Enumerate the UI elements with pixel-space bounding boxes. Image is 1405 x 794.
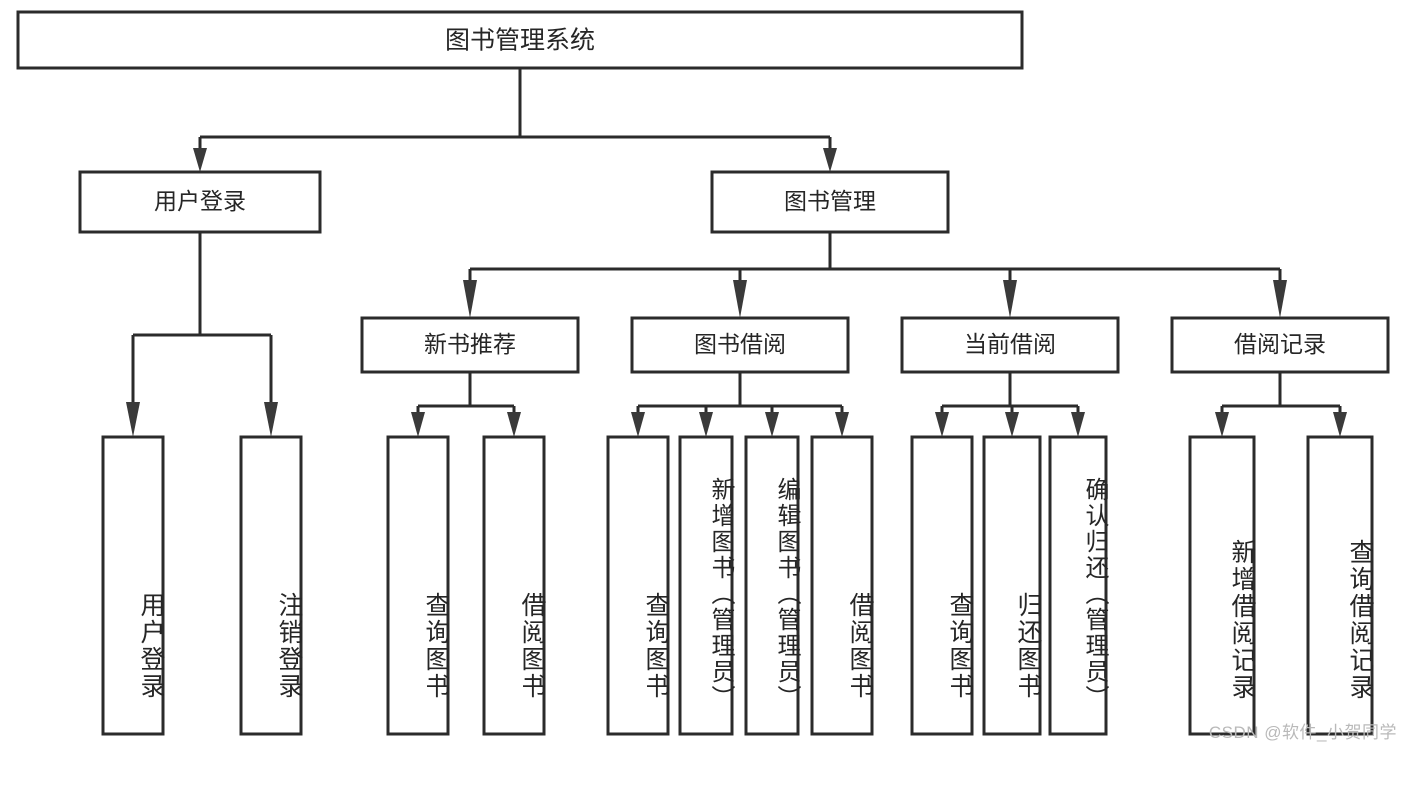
node-new-book-recommend[interactable] xyxy=(360,316,580,374)
node-label-book-management: 图书管理 xyxy=(784,188,876,214)
leaf-box-logout[interactable] xyxy=(239,435,303,736)
node-label-user-login: 用户登录 xyxy=(154,188,246,214)
arrow-to-leaf-add-record xyxy=(1215,412,1229,437)
node-user-login[interactable] xyxy=(78,170,322,234)
diagram-canvas: 图书管理系统 用户登录 图书管理 新书推荐 图书借阅 当前借阅 借阅记录 xyxy=(16,10,1397,742)
arrow-to-leaf-user-login xyxy=(126,402,140,437)
leaf-box-borrow-book[interactable] xyxy=(810,435,874,736)
node-book-borrow[interactable] xyxy=(630,316,850,374)
leaf-box-confirm-return-admin[interactable] xyxy=(1048,435,1108,736)
tree-diagram: 图书管理系统 用户登录 图书管理 新书推荐 图书借阅 当前借阅 借阅记录 xyxy=(16,10,1390,736)
leaf-box-add-book-admin[interactable] xyxy=(678,435,734,736)
leaf-box-query-book-current[interactable] xyxy=(910,435,974,736)
arrow-to-leaf-edit-book xyxy=(765,412,779,437)
arrow-to-leaf-query-book-3 xyxy=(935,412,949,437)
arrow-to-leaf-borrow-book-2 xyxy=(835,412,849,437)
arrow-to-new-book-recommend xyxy=(463,280,477,318)
node-label-current-borrow: 当前借阅 xyxy=(964,331,1056,357)
arrow-to-leaf-confirm-return xyxy=(1071,412,1085,437)
arrow-to-leaf-query-book-1 xyxy=(411,412,425,437)
node-label-new-book-recommend: 新书推荐 xyxy=(424,331,516,357)
arrow-to-borrow-record xyxy=(1273,280,1287,318)
leaf-box-return-book[interactable] xyxy=(982,435,1042,736)
node-label-book-borrow: 图书借阅 xyxy=(694,331,786,357)
arrow-to-leaf-borrow-book-1 xyxy=(507,412,521,437)
node-borrow-record[interactable] xyxy=(1170,316,1390,374)
arrow-to-leaf-add-book xyxy=(699,412,713,437)
leaf-box-query-borrow-record[interactable] xyxy=(1306,435,1374,736)
leaf-box-query-book-recommend[interactable] xyxy=(386,435,450,736)
arrow-to-book-borrow xyxy=(733,280,747,318)
csdn-watermark: CSDN @软件_小贺同学 xyxy=(1208,723,1397,742)
node-current-borrow[interactable] xyxy=(900,316,1120,374)
arrow-to-leaf-query-record xyxy=(1333,412,1347,437)
connector-layer xyxy=(126,68,1347,437)
node-layer: 图书管理系统 用户登录 图书管理 新书推荐 图书借阅 当前借阅 借阅记录 xyxy=(16,10,1390,736)
arrow-to-current-borrow xyxy=(1003,280,1017,318)
arrow-to-leaf-query-book-2 xyxy=(631,412,645,437)
arrow-to-user-login xyxy=(193,148,207,172)
leaf-box-query-book-borrow[interactable] xyxy=(606,435,670,736)
leaf-box-user-login[interactable] xyxy=(101,435,165,736)
arrow-to-leaf-return-book xyxy=(1005,412,1019,437)
node-label-root: 图书管理系统 xyxy=(445,27,595,55)
arrow-to-book-manage xyxy=(823,148,837,172)
node-label-borrow-record: 借阅记录 xyxy=(1234,331,1326,357)
node-book-management[interactable] xyxy=(710,170,950,234)
leaf-box-edit-book-admin[interactable] xyxy=(744,435,800,736)
node-book-management-system[interactable] xyxy=(16,10,1024,70)
leaf-box-borrow-book-recommend[interactable] xyxy=(482,435,546,736)
arrow-to-leaf-logout xyxy=(264,402,278,437)
leaf-box-add-borrow-record[interactable] xyxy=(1188,435,1256,736)
